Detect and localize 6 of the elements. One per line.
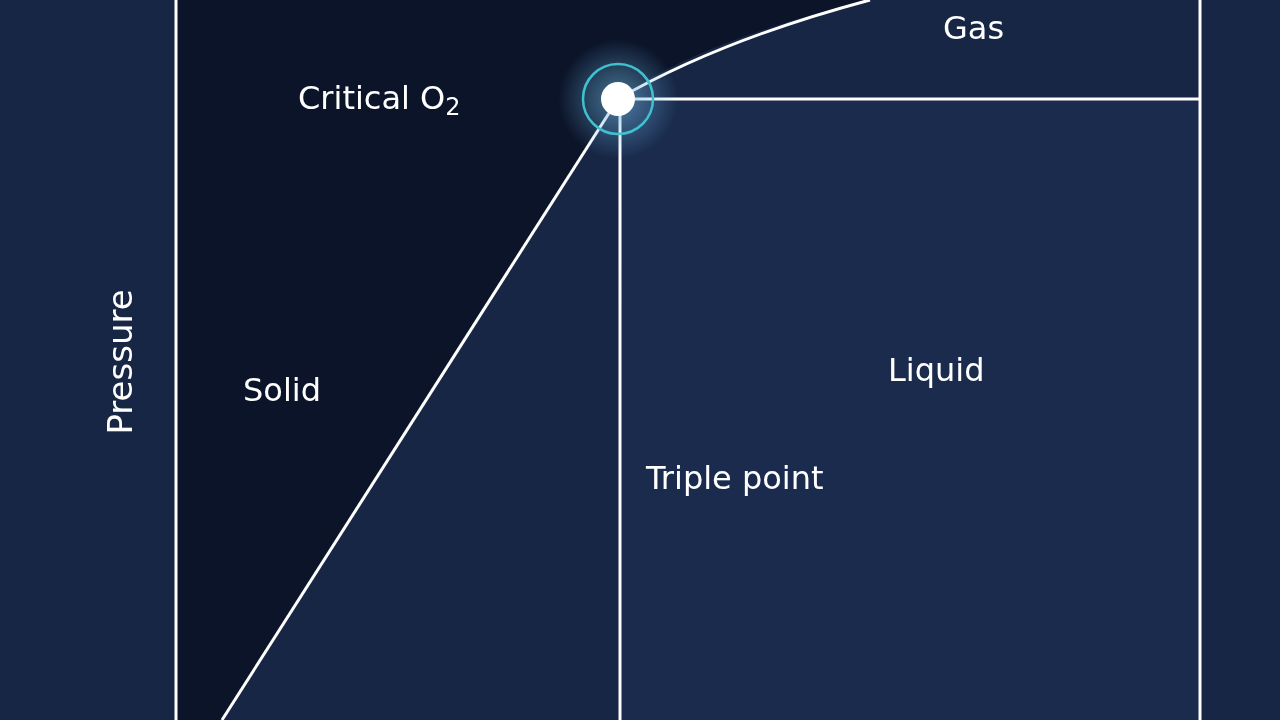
region-label: Critical O$_{2}$ bbox=[298, 78, 461, 118]
axis-label: Pressure bbox=[103, 289, 137, 435]
region-label: Solid bbox=[243, 370, 321, 410]
region-label: Triple point bbox=[646, 458, 824, 498]
region-label: Liquid bbox=[888, 350, 985, 390]
region-label: Gas bbox=[943, 8, 1005, 48]
